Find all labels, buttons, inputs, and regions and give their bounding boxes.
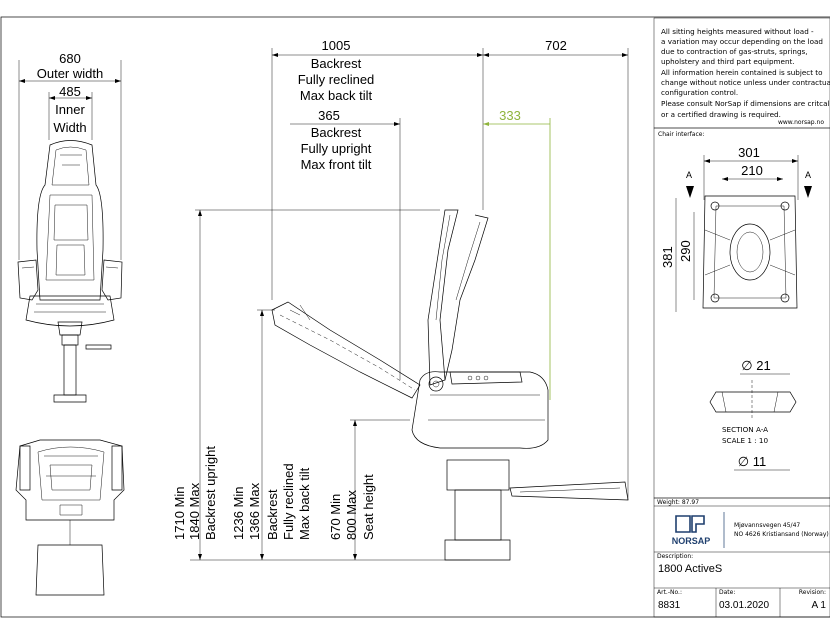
interface-diameter-1: ∅ 21 bbox=[741, 358, 770, 373]
note-line-4: upholstery and third part equipment. bbox=[661, 57, 795, 66]
date-label: Date: bbox=[719, 589, 735, 596]
v2-line-4: Fully reclined bbox=[281, 463, 296, 540]
outer-width-value: 680 bbox=[59, 51, 81, 66]
inner-width-value: 485 bbox=[59, 84, 81, 99]
reclined-label-2: Fully reclined bbox=[298, 72, 375, 87]
v2-line-1: 1236 Min bbox=[231, 487, 246, 540]
v1-line-2: 1840 Max bbox=[187, 482, 202, 540]
date-value: 03.01.2020 bbox=[719, 600, 769, 611]
v3-line-1: 670 Min bbox=[328, 494, 343, 540]
interface-diameter-2: ∅ 11 bbox=[738, 454, 766, 469]
upright-label-2: Fully upright bbox=[301, 141, 372, 156]
top-dim-value: 1005 bbox=[322, 38, 351, 53]
notes-box: All sitting heights measured without loa… bbox=[653, 17, 830, 129]
upright-label-3: Max front tilt bbox=[301, 157, 372, 172]
right-dim-value: 702 bbox=[545, 38, 567, 53]
interface-width-outer: 301 bbox=[738, 145, 760, 160]
title-block: Weight: 87.97 NORSAP Mjøvannsvegen 45/47… bbox=[653, 497, 830, 618]
address-line-1: Mjøvannsvegen 45/47 bbox=[734, 522, 800, 529]
green-dim-value: 333 bbox=[499, 108, 521, 123]
website: www.norsap.no bbox=[778, 119, 824, 126]
sheet-border bbox=[0, 16, 830, 618]
v3-line-2: 800 Max bbox=[344, 490, 359, 540]
art-no-label: Art.-No.: bbox=[657, 589, 682, 596]
section-mark-left: A bbox=[686, 170, 692, 180]
v3-line-3: Seat height bbox=[361, 474, 376, 540]
description-value: 1800 ActiveS bbox=[658, 563, 722, 575]
interface-label: Chair interface: bbox=[658, 131, 705, 138]
front-view: 680 Outer width 485 Inner Width bbox=[17, 51, 123, 403]
upright-dim-value: 365 bbox=[318, 108, 340, 123]
v2-line-2: 1366 Max bbox=[247, 482, 262, 540]
top-view bbox=[15, 439, 125, 596]
interface-height-outer: 381 bbox=[660, 246, 675, 268]
inner-width-label-2: Width bbox=[53, 120, 86, 135]
note-line-5: All information herein contained is subj… bbox=[661, 68, 823, 77]
v2-line-3: Backrest bbox=[265, 489, 280, 540]
note-line-2: a variation may occur depending on the l… bbox=[661, 37, 823, 46]
revision-value: A 1 bbox=[812, 600, 827, 611]
outer-width-label: Outer width bbox=[37, 66, 103, 81]
section-mark-right: A bbox=[805, 170, 811, 180]
reclined-label-3: Max back tilt bbox=[300, 88, 373, 103]
reclined-label-1: Backrest bbox=[311, 56, 362, 71]
art-no-value: 8831 bbox=[658, 600, 681, 611]
note-line-8: Please consult NorSap if dimensions are … bbox=[661, 99, 830, 108]
interface-width-inner: 210 bbox=[741, 163, 763, 178]
note-line-3: due to contraction of gas-struts, spring… bbox=[661, 47, 808, 56]
upright-label-1: Backrest bbox=[311, 125, 362, 140]
v1-line-1: 1710 Min bbox=[172, 487, 187, 540]
brand-name: NORSAP bbox=[672, 536, 711, 546]
section-title: SECTION A-A bbox=[722, 425, 768, 434]
v1-line-3: Backrest upright bbox=[203, 446, 218, 540]
note-line-9: or a certified drawing is required. bbox=[661, 110, 781, 119]
weight: Weight: 87.97 bbox=[657, 499, 699, 506]
interface-height-inner: 290 bbox=[678, 240, 693, 262]
address-line-2: NO 4626 Kristiansand (Norway) bbox=[734, 531, 829, 538]
side-view: 1005 702 Backrest Fully reclined Max bac… bbox=[172, 38, 629, 561]
note-line-1: All sitting heights measured without loa… bbox=[661, 27, 814, 36]
interface-panel: Chair interface: 301 210 A A 381 290 ∅ 2… bbox=[653, 127, 830, 499]
description-label: Description: bbox=[657, 553, 693, 560]
note-line-6: change without notice unless under contr… bbox=[661, 78, 830, 87]
revision-label: Revision: bbox=[799, 589, 826, 596]
inner-width-label-1: Inner bbox=[55, 102, 85, 117]
norsap-logo: NORSAP bbox=[672, 515, 711, 546]
section-scale: SCALE 1 : 10 bbox=[722, 436, 768, 445]
v2-line-5: Max back tilt bbox=[297, 467, 312, 540]
note-line-7: configuration control. bbox=[661, 88, 738, 97]
